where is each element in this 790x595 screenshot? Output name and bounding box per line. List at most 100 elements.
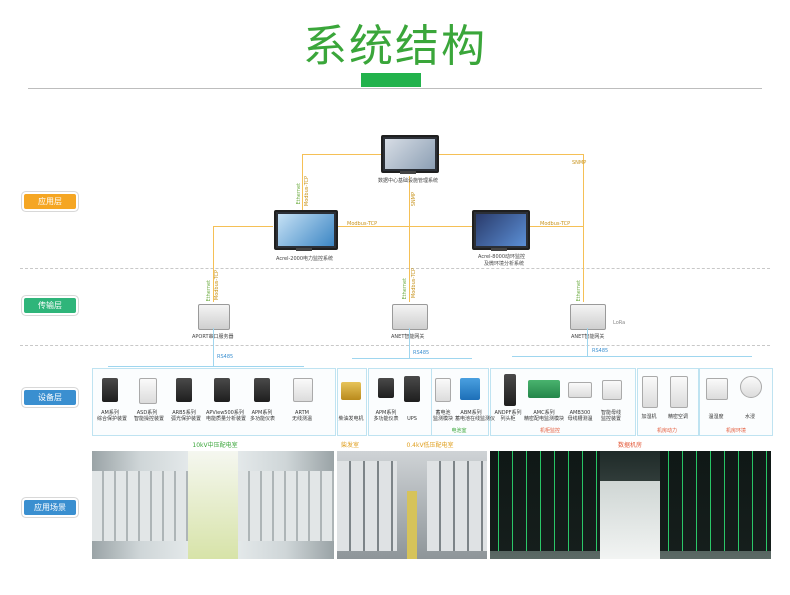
layer-label-application: 应用层	[24, 194, 76, 209]
device-artm-image	[293, 378, 313, 402]
label-modbus-4: Modbus-TCP	[214, 270, 220, 301]
layer-divider-2	[20, 345, 770, 346]
device-apm-image	[254, 378, 270, 402]
device-am-image	[102, 378, 118, 402]
device-arb5-image	[176, 378, 192, 402]
rs485-drop-1	[213, 328, 214, 366]
dc-monitor-stand	[400, 171, 416, 174]
device-label: ASD系列智能操控装置	[134, 410, 165, 422]
acrel2000-label: Acrel-2000电力监控系统	[276, 256, 334, 262]
section-title-04kv: 0.4kV低压配电室	[406, 442, 454, 449]
acrel8000-label-2: 及微环境分析系统	[484, 261, 525, 267]
device-label: 加湿机	[641, 414, 657, 420]
acrel8000-stand	[491, 248, 507, 251]
wire-dc-to-right	[436, 154, 584, 155]
dc-monitor	[381, 135, 439, 173]
device-label: 温湿度	[708, 414, 724, 420]
rs485-drop-2	[409, 328, 410, 358]
device-label: 智能母线监控装置	[600, 410, 621, 422]
device-apview-image	[214, 378, 230, 402]
section-label-battery-room: 电池室	[451, 428, 467, 434]
wire-acrel2000-to-center	[336, 226, 410, 227]
device-genset-image	[341, 382, 361, 400]
label-ethernet-3: Ethernet	[402, 278, 408, 300]
wire-aport-up	[213, 226, 214, 302]
device-label: ARB5系列弧光保护装置	[171, 410, 202, 422]
photo-10kv-room	[92, 451, 334, 559]
rs485-drop-3	[587, 328, 588, 356]
section-label-power: 机房动力	[656, 428, 677, 434]
wire-center-to-acrel8000	[409, 226, 473, 227]
label-ethernet-4: Ethernet	[576, 280, 582, 302]
device-label: 柴油发电机	[338, 416, 364, 422]
lora-label: LoRa	[613, 320, 626, 326]
rs485-label-2: RS485	[413, 350, 430, 356]
device-apm2-image	[378, 378, 394, 398]
section-label-env: 机房环境	[725, 428, 746, 434]
label-modbus-1: Modbus-TCP	[304, 176, 310, 207]
label-snmp-center: SNMP	[411, 192, 417, 207]
dc-label: 数据中心基础设施管理系统	[378, 178, 439, 184]
device-label: APM系列多功能仪表	[373, 410, 399, 422]
aport-label: APORT串口服务器	[192, 333, 234, 340]
device-label: UPS	[407, 416, 417, 422]
photo-04kv-room	[337, 451, 487, 559]
device-abm-image	[460, 378, 480, 400]
wire-dc-to-acrel2000	[302, 154, 303, 210]
label-modbus-5: Modbus-TCP	[411, 268, 417, 299]
rs485-label-3: RS485	[592, 348, 609, 354]
device-water-image	[740, 376, 762, 398]
device-label: AM系列综合保护装置	[97, 410, 128, 422]
page-title: 系统结构	[303, 21, 487, 72]
acrel8000-label-1: Acrel-8000动环监控	[478, 254, 526, 260]
anet-gateway-1	[392, 304, 428, 330]
device-busbar-image	[602, 380, 622, 400]
layer-divider-1	[20, 268, 770, 269]
device-label: 水浸	[744, 414, 755, 420]
acrel8000-monitor	[472, 210, 530, 250]
anet-label-1: ANET智能网关	[391, 334, 425, 340]
device-andpf-image	[504, 374, 516, 406]
device-amb300-image	[568, 382, 592, 398]
device-asd-image	[139, 378, 157, 404]
acrel2000-monitor	[274, 210, 338, 250]
section-label-cabinet: 机柜监控	[539, 428, 560, 434]
photo-datacenter	[490, 451, 771, 559]
device-label: 精密空调	[667, 414, 688, 420]
device-label: 蓄电池监测模块	[432, 410, 453, 422]
aport-gateway	[198, 304, 230, 330]
layer-label-transport: 传输层	[24, 298, 76, 313]
device-label: APView500系列电能质量分析装置	[206, 410, 247, 422]
device-amc-image	[528, 380, 560, 398]
rs485-label-1: RS485	[217, 354, 234, 360]
wire-snmp-right	[583, 154, 584, 302]
label-snmp-right: SNMP	[572, 160, 587, 166]
label-ethernet-2: Ethernet	[206, 280, 212, 302]
device-label: AMC系列精密配电监测模块	[524, 410, 565, 422]
device-thsensor-image	[706, 378, 728, 400]
panel-genset	[337, 368, 367, 436]
wire-dc-to-left	[302, 154, 410, 155]
layer-label-device: 设备层	[24, 390, 76, 405]
anet-gateway-2	[570, 304, 606, 330]
acrel2000-stand	[296, 248, 312, 251]
label-modbus-2: Modbus-TCP	[347, 221, 378, 227]
device-humidifier-image	[642, 376, 658, 408]
device-aircon-image	[670, 376, 688, 408]
title-divider	[28, 88, 762, 89]
layer-label-scenario: 应用场景	[24, 500, 76, 515]
title-underline-accent	[361, 73, 421, 87]
label-modbus-3: Modbus-TCP	[540, 221, 571, 227]
wire-acrel8000-to-right	[526, 226, 583, 227]
device-label: APM系列多功能仪表	[250, 410, 276, 422]
device-label: ANDPF系列列头柜	[494, 410, 522, 422]
label-ethernet-1: Ethernet	[296, 183, 302, 205]
wire-aport-to-acrel2000	[213, 226, 273, 227]
device-battery-module-image	[435, 378, 451, 402]
section-title-genset: 柴发室	[340, 442, 359, 449]
device-ups-image	[404, 376, 420, 402]
rs485-bus-1	[108, 366, 304, 367]
rs485-bus-3	[512, 356, 752, 357]
